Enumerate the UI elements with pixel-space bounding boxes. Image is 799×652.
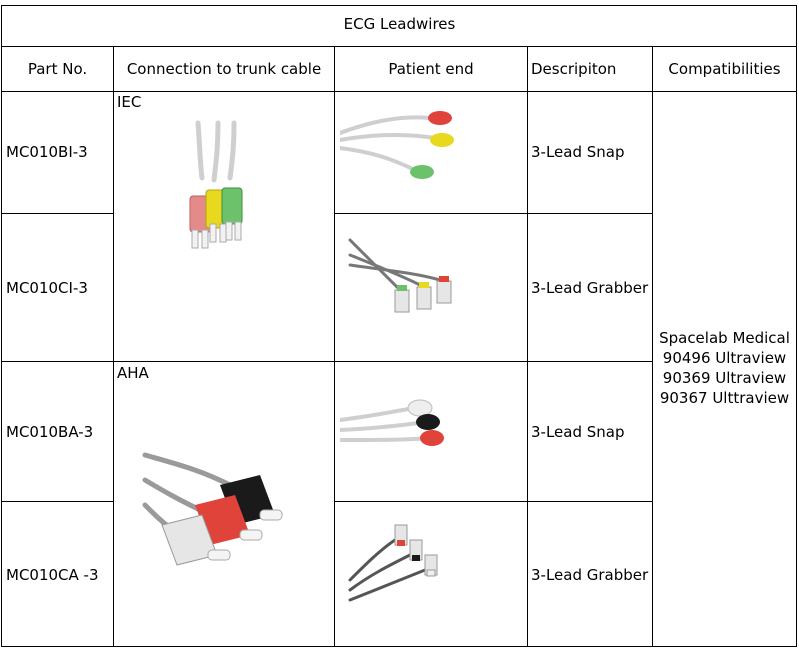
header-description: Descripiton bbox=[531, 60, 617, 78]
aha-connector-image bbox=[142, 452, 283, 566]
description-row-1: 3-Lead Snap bbox=[531, 143, 625, 161]
compatibility-line-4: 90367 Ulttraview bbox=[659, 389, 790, 407]
compatibility-line-1: Spacelab Medical bbox=[659, 329, 790, 347]
table-title: ECG Leadwires bbox=[343, 15, 456, 33]
header-connection: Connection to trunk cable bbox=[126, 60, 322, 78]
header-patient-end: Patient end bbox=[388, 60, 474, 78]
grabber-clips-image bbox=[348, 238, 452, 313]
connection-label-iec: IEC bbox=[117, 93, 142, 111]
part-no-row-2: MC010CI-3 bbox=[6, 279, 88, 297]
description-row-4: 3-Lead Grabber bbox=[531, 566, 649, 584]
header-compatibilities: Compatibilities bbox=[668, 60, 781, 78]
part-no-row-1: MC010BI-3 bbox=[6, 143, 88, 161]
part-no-row-4: MC010CA -3 bbox=[6, 566, 99, 584]
description-row-3: 3-Lead Snap bbox=[531, 423, 625, 441]
iec-connector-image bbox=[189, 120, 243, 249]
snap-electrodes-image bbox=[340, 111, 454, 179]
connection-label-aha: AHA bbox=[117, 364, 149, 382]
compatibility-line-2: 90496 Ultraview bbox=[662, 349, 787, 367]
header-part-no: Part No. bbox=[27, 60, 88, 78]
grabber-clips-image-aha bbox=[348, 524, 438, 602]
snap-electrodes-image-aha bbox=[340, 399, 444, 446]
compatibility-line-3: 90369 Ultraview bbox=[662, 369, 787, 387]
description-row-2: 3-Lead Grabber bbox=[531, 279, 649, 297]
part-no-row-3: MC010BA-3 bbox=[6, 423, 94, 441]
